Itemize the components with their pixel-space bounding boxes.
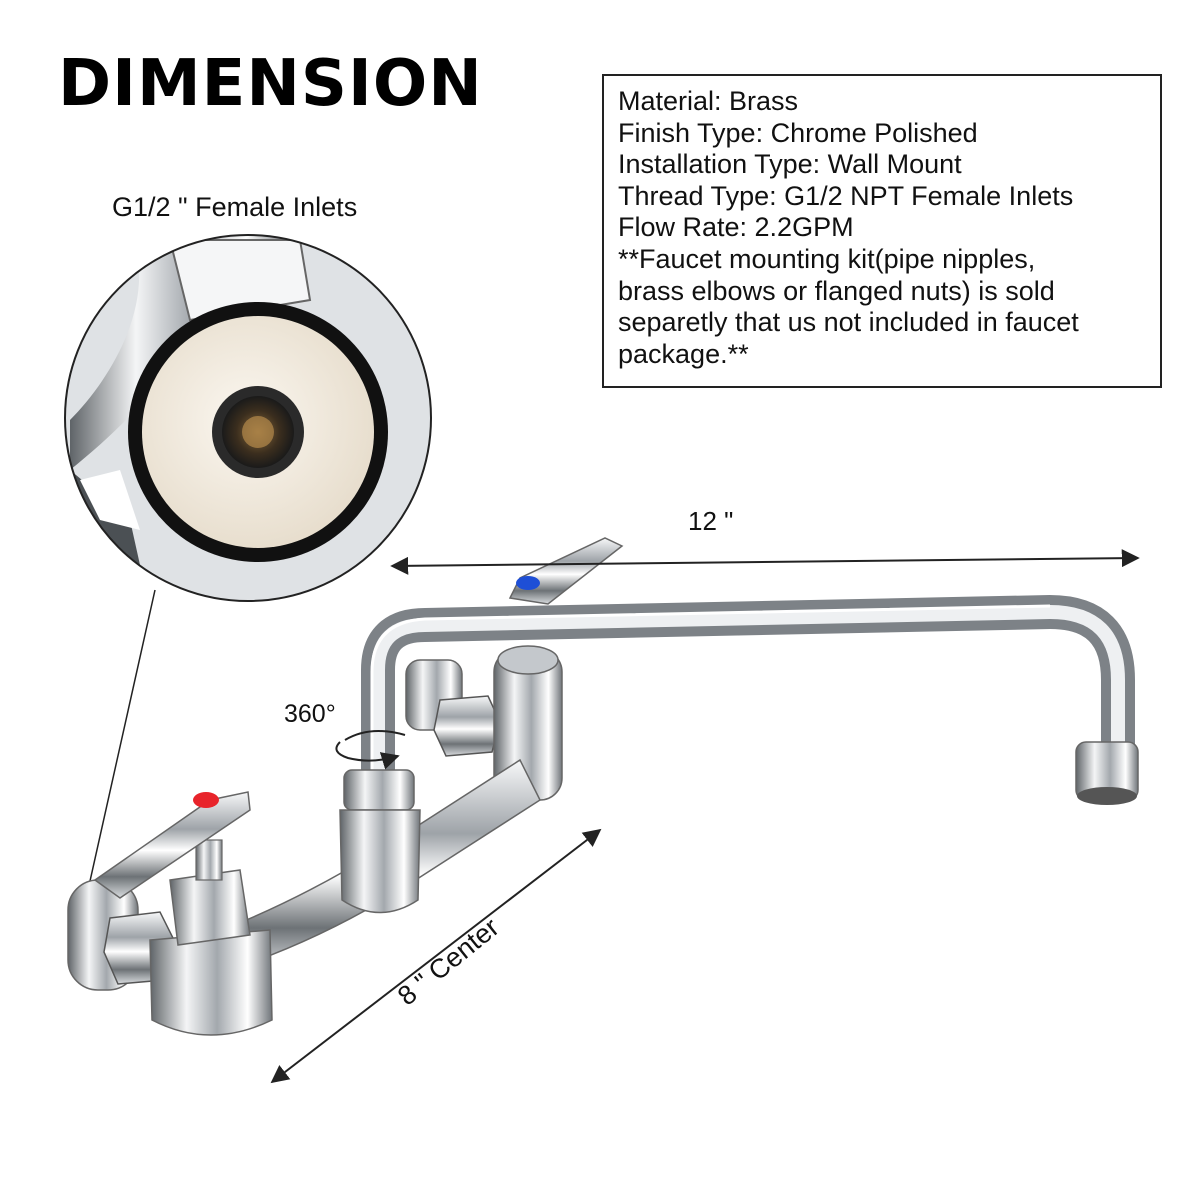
spec-thread: Thread Type: G1/2 NPT Female Inlets: [618, 180, 1074, 211]
spec-material: Material: Brass: [618, 86, 799, 116]
spec-installation: Installation Type: Wall Mount: [618, 149, 962, 180]
rotation-label: 360°: [284, 700, 336, 728]
inlet-label: G1/2 " Female Inlets: [112, 192, 358, 222]
center-dimension-arrow: [270, 828, 602, 1084]
faucet-spout: [361, 594, 1139, 805]
cold-indicator-dot: [516, 576, 540, 590]
rotation-arrow-icon: [335, 730, 406, 770]
spout-length-dimension-arrow: [390, 549, 1140, 575]
spout-mount: [339, 769, 421, 914]
spec-note-line-4: package.**: [618, 338, 749, 369]
cold-handle: [508, 537, 624, 605]
leader-line: [87, 589, 156, 891]
spec-finish: Finish Type: Chrome Polished: [618, 117, 978, 148]
faucet-body-back: [405, 645, 563, 801]
spout-length-label: 12 ": [688, 506, 734, 536]
spec-note-line-3: separetly that us not included in faucet: [618, 307, 1079, 338]
spec-note-line-2: brass elbows or flanged nuts) is sold: [618, 275, 1055, 306]
spec-flow-rate: Flow Rate: 2.2GPM: [618, 212, 854, 243]
inlet-detail-zoom: [64, 234, 432, 602]
hot-indicator-dot: [193, 792, 219, 808]
hot-handle: [93, 791, 251, 899]
specification-box: Material: Brass Finish Type: Chrome Poli…: [602, 74, 1162, 388]
hot-valve-body: [67, 839, 273, 1036]
page-title: DIMENSION: [58, 47, 483, 121]
spec-note-line-1: **Faucet mounting kit(pipe nipples,: [618, 243, 1036, 274]
